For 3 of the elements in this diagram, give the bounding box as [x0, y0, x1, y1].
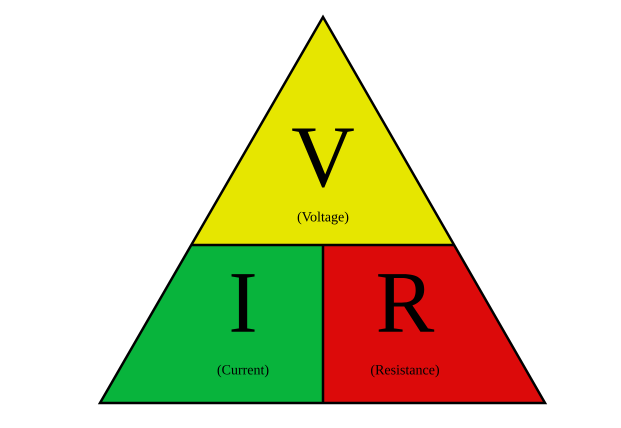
triangle-section: I (Current) — [100, 245, 323, 403]
triangle-section: V (Voltage) — [191, 17, 454, 245]
triangle-section: R (Resistance) — [323, 245, 545, 403]
